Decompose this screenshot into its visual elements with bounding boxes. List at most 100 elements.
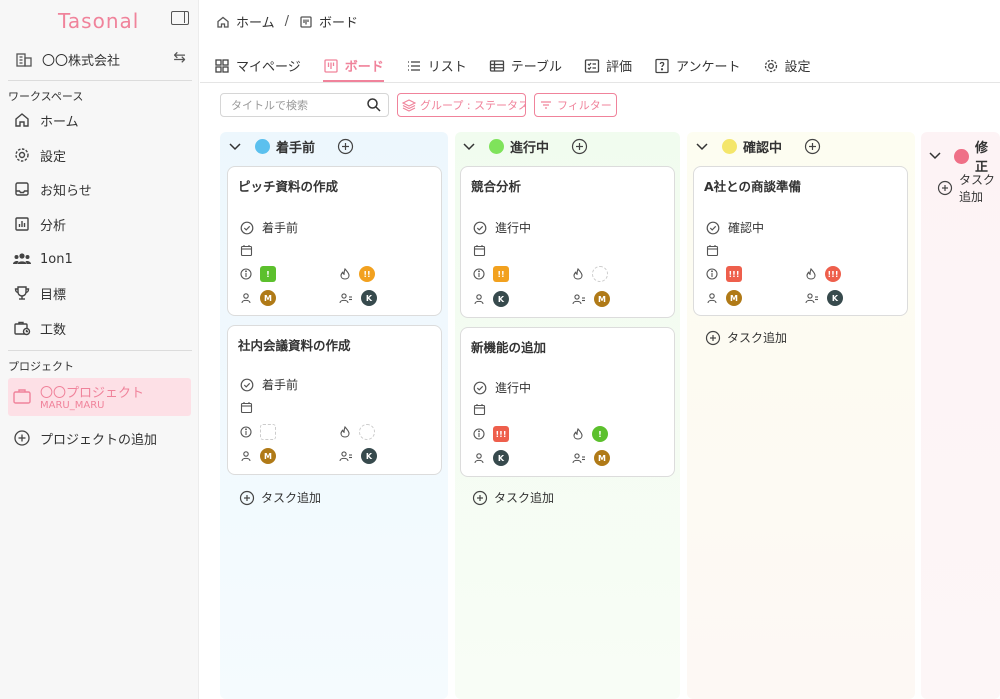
tab-mypage[interactable]: マイページ [214,50,301,81]
difficulty-badge-empty[interactable] [359,424,375,440]
calendar-icon[interactable] [706,244,719,257]
difficulty-badge[interactable]: !! [359,266,375,282]
card-difficulty-row: ! [572,426,608,442]
calendar-icon[interactable] [240,244,253,257]
add-task-button[interactable]: タスク追加 [239,489,321,506]
tab-board[interactable]: ボード [322,50,384,82]
add-task-icon[interactable] [804,138,821,155]
card-reviewer-row: K [339,448,377,464]
search-input[interactable] [221,94,361,116]
sidebar-item-label: ホーム [40,114,79,130]
people-icon [339,292,353,304]
sidebar-item-goals[interactable]: 目標 [12,281,192,305]
sidebar-item-settings[interactable]: 設定 [12,143,192,167]
info-icon [473,428,485,440]
question-icon [654,58,670,74]
add-task-button[interactable]: タスク追加 [472,489,554,506]
plus-circle-icon [937,180,953,196]
chevron-down-icon[interactable] [929,152,942,160]
gear-icon [12,145,32,165]
chevron-down-icon[interactable] [463,142,477,151]
chevron-down-icon[interactable] [696,142,710,151]
reviewer-avatar[interactable]: K [361,448,377,464]
status-dot [954,148,969,164]
chevron-down-icon[interactable] [229,142,243,151]
card-date-row [240,244,261,257]
assignee-avatar[interactable]: K [493,291,509,307]
priority-badge-empty[interactable] [260,424,276,440]
task-card[interactable]: 社内会議資料の作成 着手前 M K [227,325,442,475]
card-date-row [473,403,494,416]
people-icon [572,452,586,464]
inbox-icon [12,179,32,199]
card-title: ピッチ資料の作成 [238,179,339,194]
group-by-chip[interactable]: グループ : ステータス [397,93,526,117]
project-code: MARU_MARU [40,400,105,411]
column-title: 確認中 [743,141,783,156]
assignee-avatar[interactable]: M [260,448,276,464]
task-card[interactable]: 競合分析 進行中 !! K M [460,166,675,318]
reviewer-avatar[interactable]: M [594,291,610,307]
priority-badge[interactable]: ! [260,266,276,282]
flame-icon [572,268,584,280]
home-icon [216,15,230,29]
task-card[interactable]: ピッチ資料の作成 着手前 ! !! M K [227,166,442,316]
add-project-button[interactable]: プロジェクトの追加 [12,426,192,450]
people-icon [805,292,819,304]
tab-evaluation[interactable]: 評価 [584,50,632,81]
divider [8,350,192,351]
person-icon [473,293,485,305]
board-icon [299,15,313,29]
project-label: プロジェクト [8,360,74,373]
org-switcher[interactable]: 〇〇株式会社 ⇆ [14,46,192,72]
sidebar-item-1on1[interactable]: 1on1 [12,247,192,271]
list-icon [406,58,422,74]
tab-table[interactable]: テーブル [489,50,562,81]
task-card[interactable]: 新機能の追加 進行中 !!! ! K M [460,327,675,477]
card-difficulty-row [572,266,608,282]
sidebar-project-item[interactable]: 〇〇プロジェクト MARU_MARU [8,378,191,416]
switch-arrows-icon[interactable]: ⇆ [173,48,186,66]
tab-label: アンケート [676,60,741,75]
sidebar-item-home[interactable]: ホーム [12,108,192,132]
card-date-row [240,401,261,414]
sidebar-item-label: 目標 [40,287,67,303]
breadcrumb-separator: / [284,14,290,29]
calendar-icon[interactable] [473,403,486,416]
priority-badge[interactable]: !! [493,266,509,282]
person-icon [706,292,718,304]
add-task-button[interactable]: タスク追加 [937,171,1000,205]
priority-badge[interactable]: !!! [726,266,742,282]
info-icon [240,426,252,438]
difficulty-badge[interactable]: !!! [825,266,841,282]
search-icon[interactable] [366,97,382,116]
priority-badge[interactable]: !!! [493,426,509,442]
breadcrumb-home[interactable]: ホーム [236,16,275,31]
assignee-avatar[interactable]: M [726,290,742,306]
sidebar-item-notifications[interactable]: お知らせ [12,177,192,201]
difficulty-badge[interactable]: ! [592,426,608,442]
add-task-icon[interactable] [571,138,588,155]
difficulty-badge-empty[interactable] [592,266,608,282]
tab-settings[interactable]: 設定 [763,50,811,81]
assignee-avatar[interactable]: M [260,290,276,306]
sidebar-toggle-icon[interactable] [171,11,189,25]
filter-chip[interactable]: フィルター : [534,93,617,117]
column-header-fix: 修正 [929,137,1000,175]
tab-survey[interactable]: アンケート [654,50,741,81]
card-status: 着手前 [262,221,299,235]
add-task-icon[interactable] [337,138,354,155]
reviewer-avatar[interactable]: K [361,290,377,306]
tab-list[interactable]: リスト [406,50,467,81]
add-task-button[interactable]: タスク追加 [705,329,787,346]
calendar-icon[interactable] [473,244,486,257]
calendar-icon[interactable] [240,401,253,414]
reviewer-avatar[interactable]: K [827,290,843,306]
grid-icon [214,58,230,74]
reviewer-avatar[interactable]: M [594,450,610,466]
sidebar-item-analytics[interactable]: 分析 [12,212,192,236]
assignee-avatar[interactable]: K [493,450,509,466]
task-card[interactable]: A社との商談準備 確認中 !!! !!! M K [693,166,908,316]
people-icon [339,450,353,462]
sidebar-item-workload[interactable]: 工数 [12,316,192,340]
